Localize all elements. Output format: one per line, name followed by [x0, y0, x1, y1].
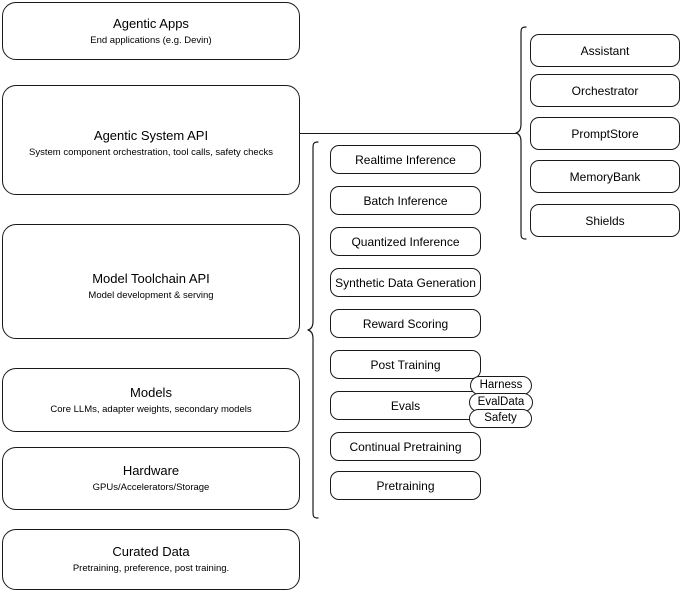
- component-chip-label: PromptStore: [571, 126, 639, 141]
- layer-box-agentic-system-api[interactable]: Agentic System API System component orch…: [2, 85, 300, 195]
- connector-agentic-system-api-to-components: [300, 133, 516, 134]
- capability-chip-batch-inference[interactable]: Batch Inference: [330, 186, 481, 215]
- component-chip-assistant[interactable]: Assistant: [530, 34, 680, 67]
- eval-pill-evaldata[interactable]: EvalData: [469, 393, 533, 412]
- component-chip-label: Orchestrator: [571, 83, 639, 98]
- component-chip-memorybank[interactable]: MemoryBank: [530, 160, 680, 193]
- layer-subtitle: System component orchestration, tool cal…: [29, 147, 273, 158]
- capability-chip-label: Continual Pretraining: [349, 439, 462, 454]
- layer-box-hardware[interactable]: Hardware GPUs/Accelerators/Storage: [2, 447, 300, 510]
- layer-title: Models: [130, 384, 172, 400]
- layer-subtitle: Model development & serving: [88, 290, 214, 301]
- capability-chip-label: Synthetic Data Generation: [335, 275, 476, 290]
- capability-chip-reward-scoring[interactable]: Reward Scoring: [330, 309, 481, 338]
- component-chip-shields[interactable]: Shields: [530, 204, 680, 237]
- eval-pill-label: Safety: [484, 412, 517, 424]
- component-chip-label: MemoryBank: [569, 169, 641, 184]
- capability-chip-label: Pretraining: [376, 478, 435, 493]
- layer-box-agentic-apps[interactable]: Agentic Apps End applications (e.g. Devi…: [2, 2, 300, 60]
- layer-subtitle: Pretraining, preference, post training.: [72, 563, 230, 574]
- capability-chip-label: Batch Inference: [363, 193, 448, 208]
- component-chip-orchestrator[interactable]: Orchestrator: [530, 74, 680, 107]
- layer-title: Model Toolchain API: [92, 271, 210, 286]
- layer-subtitle: GPUs/Accelerators/Storage: [92, 482, 210, 493]
- eval-pill-safety[interactable]: Safety: [469, 409, 532, 428]
- eval-pill-label: Harness: [479, 379, 523, 391]
- component-chip-promptstore[interactable]: PromptStore: [530, 117, 680, 150]
- layer-box-curated-data[interactable]: Curated Data Pretraining, preference, po…: [2, 529, 300, 590]
- brace-agentic-system-components: [515, 26, 527, 240]
- layer-title: Hardware: [122, 463, 180, 478]
- capability-chip-pretraining[interactable]: Pretraining: [330, 471, 481, 500]
- layer-box-models[interactable]: Models Core LLMs, adapter weights, secon…: [2, 368, 300, 432]
- capability-chip-label: Realtime Inference: [355, 152, 456, 167]
- component-chip-label: Shields: [585, 213, 625, 228]
- capability-chip-label: Evals: [390, 398, 421, 413]
- capability-chip-quantized-inference[interactable]: Quantized Inference: [330, 227, 481, 256]
- layer-title: Curated Data: [112, 544, 190, 559]
- capability-chip-continual-pretraining[interactable]: Continual Pretraining: [330, 432, 481, 461]
- component-chip-label: Assistant: [580, 43, 630, 58]
- capability-chip-evals[interactable]: Evals: [330, 391, 481, 420]
- layer-box-model-toolchain-api[interactable]: Model Toolchain API Model development & …: [2, 224, 300, 339]
- layer-title: Agentic System API: [93, 128, 209, 143]
- capability-chip-realtime-inference[interactable]: Realtime Inference: [330, 145, 481, 174]
- eval-pill-label: EvalData: [477, 396, 525, 408]
- capability-chip-synthetic-data-generation[interactable]: Synthetic Data Generation: [330, 268, 481, 297]
- layer-title: Agentic Apps: [113, 15, 189, 31]
- capability-chip-post-training[interactable]: Post Training: [330, 350, 481, 379]
- layer-subtitle: Core LLMs, adapter weights, secondary mo…: [50, 403, 252, 415]
- capability-chip-label: Post Training: [370, 357, 441, 372]
- brace-toolchain-capabilities: [307, 141, 319, 519]
- capability-chip-label: Quantized Inference: [351, 234, 460, 249]
- capability-chip-label: Reward Scoring: [362, 316, 449, 331]
- layer-subtitle: End applications (e.g. Devin): [90, 34, 212, 46]
